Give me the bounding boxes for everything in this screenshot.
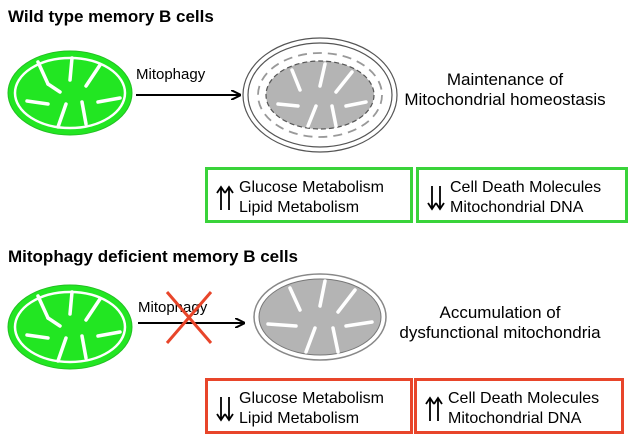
gray-mitochondrion [253, 273, 387, 361]
wild-type-heading: Wild type memory B cells [8, 7, 214, 26]
mitophagy-label-def: Mitophagy [138, 299, 208, 316]
wt-outcome: Maintenance of Mitochondrial homeostasis [394, 70, 616, 110]
def-metabolism-box: Glucose Metabolism Lipid Metabolism [205, 378, 413, 434]
def-lipid-label: Lipid Metabolism [239, 410, 360, 427]
def-outcome-line1: Accumulation of [439, 303, 561, 322]
double-down-arrow-icon [216, 397, 234, 422]
mitophagy-label-wt: Mitophagy [136, 66, 206, 83]
engulfed-mitochondrion [242, 37, 398, 153]
def-mtdna-label: Mitochondrial DNA [448, 410, 582, 427]
double-up-arrow-icon [216, 185, 234, 210]
wt-glucose-label: Glucose Metabolism [239, 179, 384, 196]
double-up-arrow-icon [425, 396, 443, 421]
green-mitochondrion-def [7, 284, 133, 370]
wt-outcome-line2: Mitochondrial homeostasis [404, 90, 606, 109]
wt-metabolism-box: Glucose Metabolism Lipid Metabolism [205, 167, 413, 223]
def-glucose-label: Glucose Metabolism [239, 390, 384, 407]
def-celldeath-label: Cell Death Molecules [448, 390, 600, 407]
double-down-arrow-icon [427, 186, 445, 211]
wt-death-box: Cell Death Molecules Mitochondrial DNA [416, 167, 628, 223]
def-outcome: Accumulation of dysfunctional mitochondr… [383, 303, 617, 343]
def-outcome-line2: dysfunctional mitochondria [399, 323, 601, 342]
def-death-box: Cell Death Molecules Mitochondrial DNA [414, 378, 624, 434]
wt-mtdna-label: Mitochondrial DNA [450, 199, 584, 216]
wt-outcome-line1: Maintenance of [446, 70, 564, 89]
wt-lipid-label: Lipid Metabolism [239, 199, 360, 216]
green-mitochondrion-wt [7, 50, 133, 136]
wt-celldeath-label: Cell Death Molecules [450, 179, 602, 196]
deficient-heading: Mitophagy deficient memory B cells [8, 247, 299, 266]
